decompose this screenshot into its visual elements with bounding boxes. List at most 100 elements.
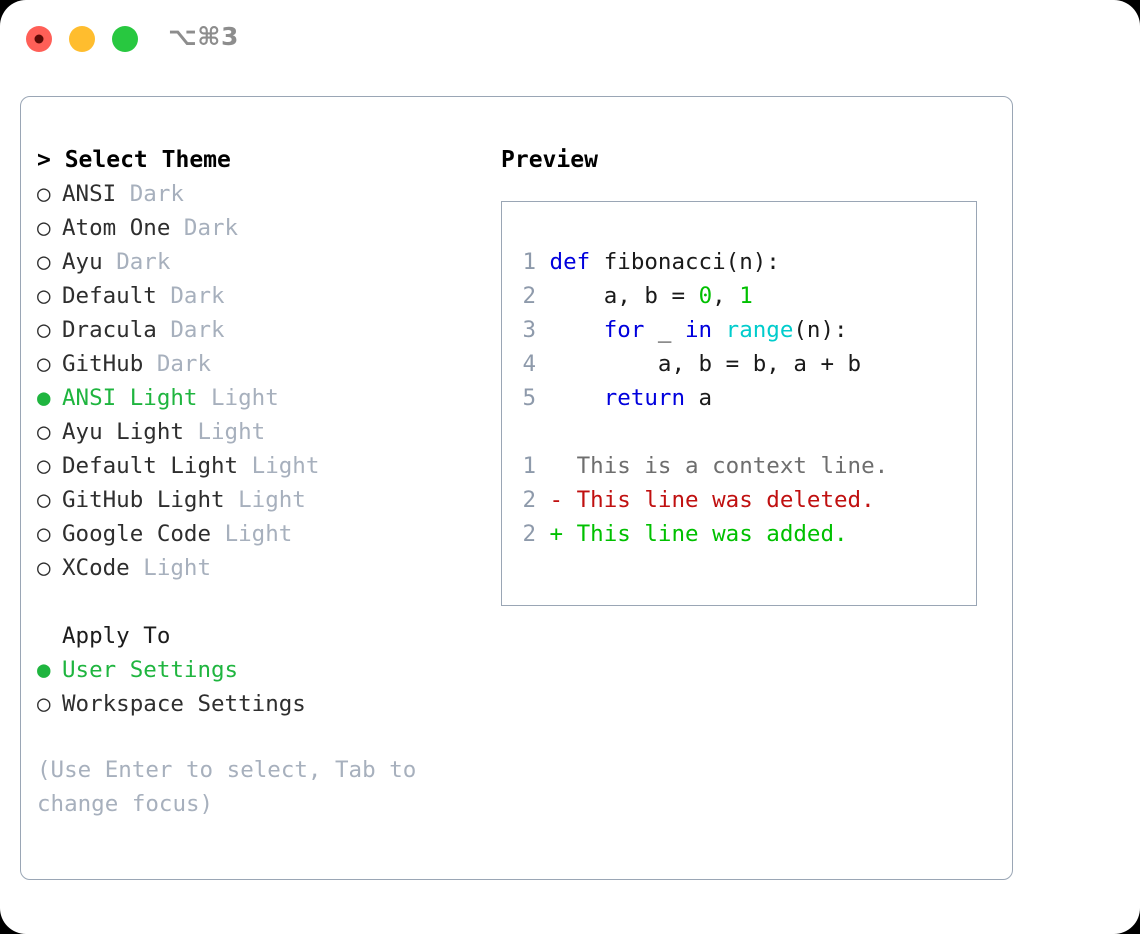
window-title: ⌥⌘3 (168, 22, 239, 51)
theme-option-github-light[interactable]: ○ GitHub Light Light (37, 483, 497, 517)
theme-option-label: Google Code (62, 521, 212, 547)
code-token (550, 385, 604, 411)
code-token: def (549, 249, 604, 275)
code-token: _ (644, 317, 686, 343)
radio-unselected-icon: ○ (37, 555, 51, 581)
radio-unselected-icon: ○ (37, 283, 51, 309)
maximize-button[interactable] (112, 26, 138, 52)
theme-option-kind: Dark (183, 215, 239, 241)
code-token: fibonacci(n): (603, 249, 780, 275)
radio-unselected-icon: ○ (37, 249, 51, 275)
theme-option-github[interactable]: ○ GitHub Dark (37, 347, 497, 381)
radio-unselected-icon: ○ (37, 419, 51, 445)
diff-sample: 1 This is a context line.2 - This line w… (514, 449, 888, 551)
theme-option-google-code[interactable]: ○ Google Code Light (37, 517, 497, 551)
theme-option-kind: Light (251, 453, 320, 479)
theme-option-kind: Dark (170, 283, 225, 309)
line-number: 5 (522, 385, 536, 411)
theme-option-kind: Dark (156, 351, 212, 377)
theme-option-atom-one[interactable]: ○ Atom One Dark (37, 211, 497, 245)
apply-to-option-label: User Settings (62, 657, 239, 683)
theme-option-kind: Light (143, 555, 212, 581)
code-token: for (603, 317, 645, 343)
diff-line-ctx: 1 This is a context line. (514, 449, 888, 483)
line-number: 3 (522, 317, 536, 343)
line-number: 2 (522, 487, 536, 513)
preview-header: Preview (501, 147, 598, 173)
code-token: in (685, 317, 713, 343)
code-line: 1 def fibonacci(n): (514, 245, 888, 279)
theme-option-xcode[interactable]: ○ XCode Light (37, 551, 497, 585)
code-token: a, b = (549, 283, 699, 309)
title-bar: ⌥⌘3 (0, 0, 1140, 78)
theme-option-kind: Light (197, 419, 266, 445)
code-spacer (514, 415, 888, 449)
code-token: (n): (793, 317, 848, 343)
theme-option-default[interactable]: ○ Default Dark (37, 279, 497, 313)
preview-column: Preview 1 def fibonacci(n):2 a, b = 0, 1… (501, 143, 1001, 606)
theme-picker-column: > Select Theme ○ANSI Dark○Atom One Dark○… (37, 143, 497, 821)
theme-option-ansi-light[interactable]: ● ANSI Light Light (37, 381, 497, 415)
radio-unselected-icon: ○ (37, 181, 51, 207)
code-token (712, 317, 726, 343)
theme-option-label: GitHub (62, 351, 144, 377)
close-button[interactable] (26, 26, 52, 52)
radio-unselected-icon: ○ (37, 351, 51, 377)
code-token: a (685, 385, 713, 411)
radio-unselected-icon: ○ (37, 317, 51, 343)
code-line: 5 return a (514, 381, 888, 415)
apply-to-option-user-settings[interactable]: ● User Settings (37, 653, 497, 687)
theme-option-ayu-light[interactable]: ○ Ayu Light Light (37, 415, 497, 449)
diff-line-add: 2 + This line was added. (514, 517, 888, 551)
radio-unselected-icon: ○ (37, 453, 51, 479)
theme-option-label: GitHub Light (62, 487, 225, 513)
apply-to-option-label: Workspace Settings (62, 691, 306, 717)
theme-option-label: Atom One (62, 215, 171, 241)
theme-option-label: Ayu Light (62, 419, 184, 445)
code-token: range (725, 317, 794, 343)
theme-option-ayu[interactable]: ○ Ayu Dark (37, 245, 497, 279)
radio-unselected-icon: ○ (37, 487, 51, 513)
theme-option-kind: Dark (129, 181, 184, 207)
code-line: 4 a, b = b, a + b (514, 347, 888, 381)
line-number: 4 (522, 351, 536, 377)
radio-selected-icon: ● (37, 657, 51, 683)
diff-line-del: 2 - This line was deleted. (514, 483, 888, 517)
radio-unselected-icon: ○ (37, 521, 51, 547)
minimize-button[interactable] (69, 26, 95, 52)
code-token: return (603, 385, 686, 411)
line-number: 2 (522, 521, 536, 547)
theme-option-kind: Dark (116, 249, 171, 275)
theme-option-label: Default (62, 283, 157, 309)
apply-to-option-workspace-settings[interactable]: ○ Workspace Settings (37, 687, 497, 721)
code-token: , (712, 283, 740, 309)
diff-line-text: This is a context line. (536, 453, 889, 479)
theme-option-kind: Light (211, 385, 279, 411)
code-token: a, b = b, a + b (549, 351, 862, 377)
radio-unselected-icon: ○ (37, 691, 51, 717)
spacer (37, 585, 497, 619)
theme-option-ansi[interactable]: ○ ANSI Dark (37, 177, 497, 211)
theme-option-kind: Light (224, 521, 293, 547)
diff-line-text: - This line was deleted. (536, 487, 875, 513)
apply-to-option-list: ● User Settings ○ Workspace Settings (37, 653, 497, 721)
radio-selected-icon: ● (37, 385, 51, 411)
apply-to-header: Apply To (62, 623, 171, 649)
theme-option-dracula[interactable]: ○Dracula Dark (37, 313, 497, 347)
theme-option-label: Ayu (62, 249, 103, 275)
code-line: 2 a, b = 0, 1 (514, 279, 888, 313)
code-token: 0 (698, 283, 713, 309)
theme-option-label: XCode (62, 555, 130, 581)
theme-option-label: ANSI Light (62, 385, 198, 411)
theme-option-default-light[interactable]: ○ Default Light Light (37, 449, 497, 483)
theme-option-label: Default Light (62, 453, 239, 479)
code-line: 3 for _ in range(n): (514, 313, 888, 347)
theme-option-label: ANSI (62, 181, 117, 207)
radio-unselected-icon: ○ (37, 215, 51, 241)
main-panel: > Select Theme ○ANSI Dark○Atom One Dark○… (20, 96, 1013, 880)
theme-option-kind: Light (238, 487, 306, 513)
